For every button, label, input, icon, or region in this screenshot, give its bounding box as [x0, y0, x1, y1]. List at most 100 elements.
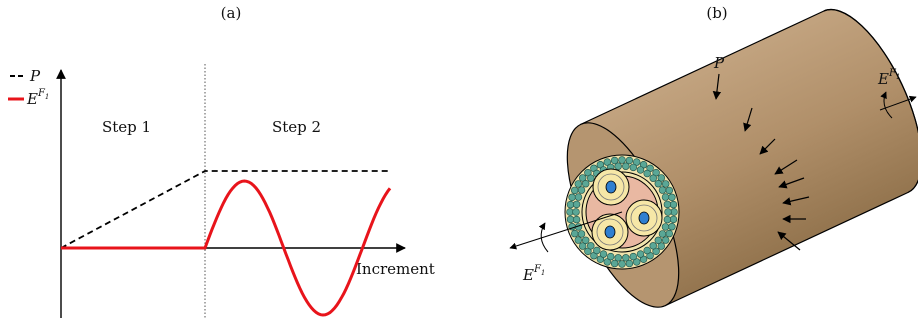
armor-wire	[643, 246, 651, 255]
armor-wire	[566, 215, 575, 224]
armor-wire	[572, 215, 581, 224]
armor-wire	[629, 252, 637, 261]
pressure-arrow	[782, 196, 810, 206]
armor-wire	[614, 162, 622, 170]
armor-wire	[663, 215, 672, 224]
armor-wire	[570, 229, 579, 238]
armor-wire	[578, 174, 587, 182]
armor-wire	[574, 180, 582, 188]
armor-wire	[661, 180, 670, 188]
conductor-1	[592, 168, 630, 206]
panel-a: (a) P EF1 Increment Step 1 Step 2	[8, 4, 435, 318]
armor-wire	[661, 236, 670, 244]
panel-b: (b)	[509, 4, 918, 308]
armor-wire	[625, 259, 634, 268]
armor-wire	[661, 193, 670, 201]
armor-wire	[658, 186, 667, 194]
armor-wire	[577, 186, 586, 194]
armor-wire	[566, 200, 575, 209]
armor-wire	[570, 186, 579, 195]
armor-wire	[665, 186, 673, 195]
armor-wire	[663, 200, 672, 209]
pressure-curve	[60, 170, 390, 249]
armor-wire	[574, 193, 583, 201]
armor-wire	[643, 169, 651, 178]
armor-wire	[587, 174, 595, 182]
armor-wire	[606, 252, 615, 261]
panel-b-label: (b)	[706, 4, 727, 22]
conductor-3-core	[604, 225, 616, 239]
legend: P EF1	[8, 67, 49, 108]
armor-wire	[572, 200, 581, 209]
armor-wire	[593, 246, 601, 255]
pressure-arrow	[759, 138, 776, 155]
armor-wire	[629, 163, 637, 172]
conductor-2-core	[638, 211, 650, 225]
conductor-2-screen	[630, 204, 658, 232]
step-1-label: Step 1	[102, 118, 151, 136]
armor-wire	[636, 166, 645, 174]
legend-pressure-label: P	[29, 67, 41, 85]
armor-wire	[625, 156, 634, 165]
armor-wire	[581, 236, 590, 245]
moment-label-far: EF1	[877, 68, 900, 88]
armor-wire	[632, 158, 641, 166]
armor-wire	[610, 156, 619, 165]
moment-label-near: EF1	[522, 264, 545, 284]
armor-wire	[622, 162, 630, 170]
armor-wire	[581, 180, 590, 188]
x-axis-label: Increment	[356, 260, 435, 278]
armor-wire	[669, 215, 678, 224]
step-2-label: Step 2	[272, 118, 321, 136]
armor-wire	[649, 242, 657, 250]
moment-arrow-near	[538, 222, 549, 253]
armor-wire	[610, 259, 619, 268]
pressure-arrows	[712, 73, 810, 251]
armor-wire	[603, 258, 611, 266]
armor-wire	[669, 200, 678, 209]
cable-far-end	[823, 8, 918, 193]
armor-wire	[578, 242, 587, 250]
pressure-arrow	[778, 177, 805, 189]
armor-wire	[661, 223, 670, 231]
cable-cross-section	[564, 154, 680, 270]
conductor-3	[591, 213, 629, 251]
armor-wire	[668, 193, 676, 202]
armor-wire	[574, 236, 582, 244]
conductor-1-screen	[597, 173, 625, 201]
pressure-arrow	[777, 231, 801, 251]
conductor-3-screen	[596, 218, 624, 246]
armor-wire	[603, 158, 611, 166]
armor-wire	[599, 250, 608, 258]
legend-moment-label: EF1	[26, 88, 49, 108]
armor-wire	[657, 174, 665, 182]
armor-wire-layer	[566, 156, 678, 268]
armor-wire	[649, 174, 657, 182]
armor-wire	[618, 260, 626, 268]
armor-wire	[632, 258, 641, 266]
armor-wire	[568, 193, 576, 202]
armor-wire	[657, 242, 665, 250]
armor-wire	[658, 230, 667, 238]
cable-axis	[509, 211, 623, 250]
pressure-arrow	[712, 73, 722, 100]
armor-wire	[614, 254, 622, 262]
armor-wire	[664, 208, 672, 216]
pressure-arrow	[743, 107, 753, 132]
moment-curve	[61, 179, 392, 317]
armor-wire	[587, 242, 595, 250]
armor-wire	[668, 223, 676, 231]
conductor-1-core	[605, 180, 617, 194]
armor-wire	[654, 180, 662, 188]
conductor-2	[625, 199, 663, 237]
armor-wire	[622, 254, 630, 262]
armor-wire	[636, 250, 645, 258]
armor-wire	[665, 229, 673, 238]
panel-a-label: (a)	[221, 4, 242, 22]
moment-arrow-far	[880, 91, 893, 119]
armor-wire	[618, 156, 626, 164]
armor-wire	[654, 236, 662, 245]
armor-wire	[572, 208, 580, 216]
armor-wire	[577, 230, 586, 238]
